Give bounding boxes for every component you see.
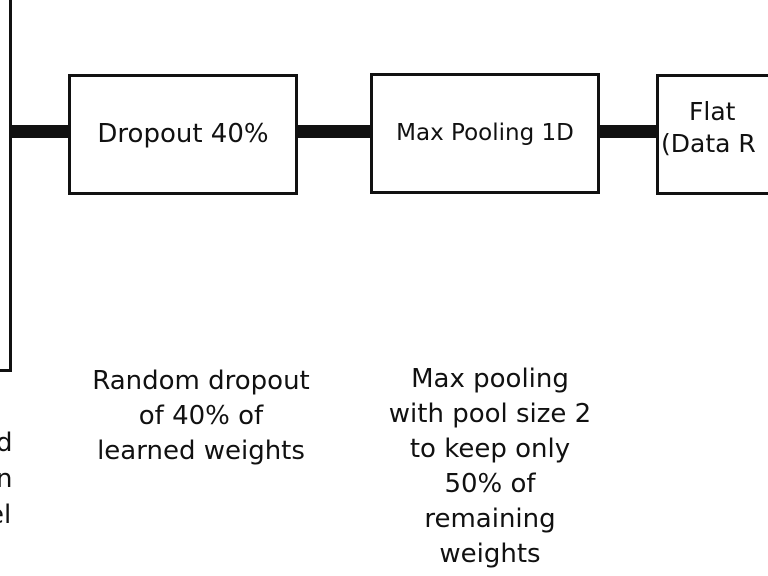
previous-layer-box [0, 0, 12, 372]
dropout-desc-line3: learned weights [97, 436, 305, 466]
connector-previous-to-dropout [12, 125, 69, 138]
dropout-desc-line2: of 40% of [138, 401, 264, 431]
connector-dropout-to-maxpool [296, 125, 372, 138]
dropout-desc-line1: Random dropout [92, 366, 310, 396]
maxpool-desc-line3: to keep only [409, 434, 571, 464]
dropout-layer-box: Dropout 40% [68, 74, 298, 195]
dropout-layer-label: Dropout 40% [97, 118, 269, 149]
maxpool-layer-label: Max Pooling 1D [396, 119, 574, 146]
previous-desc-line1: d [0, 428, 13, 458]
previous-layer-description: d n el [0, 425, 13, 533]
previous-desc-line3: el [0, 500, 12, 530]
maxpool-desc-line4: 50% of [444, 469, 536, 499]
maxpool-desc-line6: weights [439, 539, 541, 569]
flatten-layer-label-line1: Flat [689, 97, 736, 126]
maxpool-desc-line5: remaining [424, 504, 556, 534]
maxpool-layer-box: Max Pooling 1D [370, 73, 600, 194]
flatten-layer-box: Flat (Data R [656, 74, 768, 195]
previous-desc-line2: n [0, 464, 13, 494]
maxpool-description: Max pooling with pool size 2 to keep onl… [372, 362, 608, 572]
maxpool-desc-line2: with pool size 2 [388, 399, 592, 429]
flatten-layer-label-line2: (Data R [661, 129, 756, 158]
maxpool-desc-line1: Max pooling [411, 364, 569, 394]
connector-maxpool-to-flatten [598, 125, 658, 138]
dropout-description: Random dropout of 40% of learned weights [70, 364, 332, 469]
